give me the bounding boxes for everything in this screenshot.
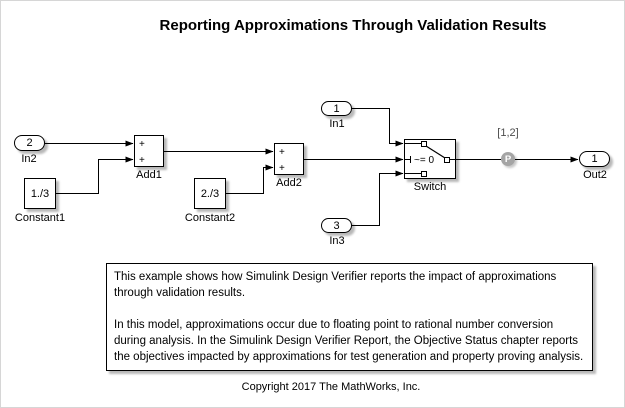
constant2-value: 2./3 <box>200 187 220 200</box>
switch-block[interactable]: ~= 0 <box>404 139 456 179</box>
add1-block[interactable]: + + <box>134 135 164 167</box>
constant1-label: Constant1 <box>14 212 66 224</box>
constant1-block[interactable]: 1./3 <box>24 178 56 209</box>
inport-number: 1 <box>333 102 340 115</box>
inport-label-in1: In1 <box>329 118 345 130</box>
add1-label: Add1 <box>136 169 162 181</box>
add2-block[interactable]: + + <box>274 143 304 175</box>
add2-plus-sign: + <box>279 147 285 158</box>
add1-plus-sign: + <box>139 139 145 150</box>
add1-plus-sign: + <box>139 155 145 166</box>
inport-number: 3 <box>333 219 340 232</box>
description-paragraph-1: This example shows how Simulink Design V… <box>114 271 557 299</box>
description-paragraph-2: In this model, approximations occur due … <box>114 319 584 363</box>
copyright-text: Copyright 2017 The MathWorks, Inc. <box>241 381 421 393</box>
switch-label: Switch <box>413 181 447 193</box>
switch-internal-icon: ~= 0 <box>405 141 455 177</box>
add2-plus-sign: + <box>279 163 285 174</box>
constant2-label: Constant2 <box>184 212 236 224</box>
proof-objective-range-annotation: [1,2] <box>497 127 519 139</box>
inport-block-in1[interactable]: 1 <box>321 101 352 116</box>
constant1-value: 1./3 <box>30 187 50 200</box>
add2-label: Add2 <box>276 177 302 189</box>
inport-label-in2: In2 <box>21 153 37 165</box>
inport-number: 2 <box>26 137 33 149</box>
inport-block-in2[interactable]: 2 <box>14 135 45 151</box>
proof-objective-icon[interactable]: P <box>501 152 515 166</box>
inport-label-in3: In3 <box>329 235 345 247</box>
outport-block-out2[interactable]: 1 <box>579 151 610 167</box>
proof-objective-letter: P <box>504 153 512 165</box>
inport-block-in3[interactable]: 3 <box>321 218 352 233</box>
model-title: Reporting Approximations Through Validat… <box>159 17 547 34</box>
outport-label-out2: Out2 <box>583 169 607 181</box>
description-annotation-box[interactable]: This example shows how Simulink Design V… <box>106 263 593 371</box>
constant2-block[interactable]: 2./3 <box>194 178 226 209</box>
outport-number: 1 <box>591 153 598 165</box>
switch-criteria-text: ~= 0 <box>414 155 434 166</box>
